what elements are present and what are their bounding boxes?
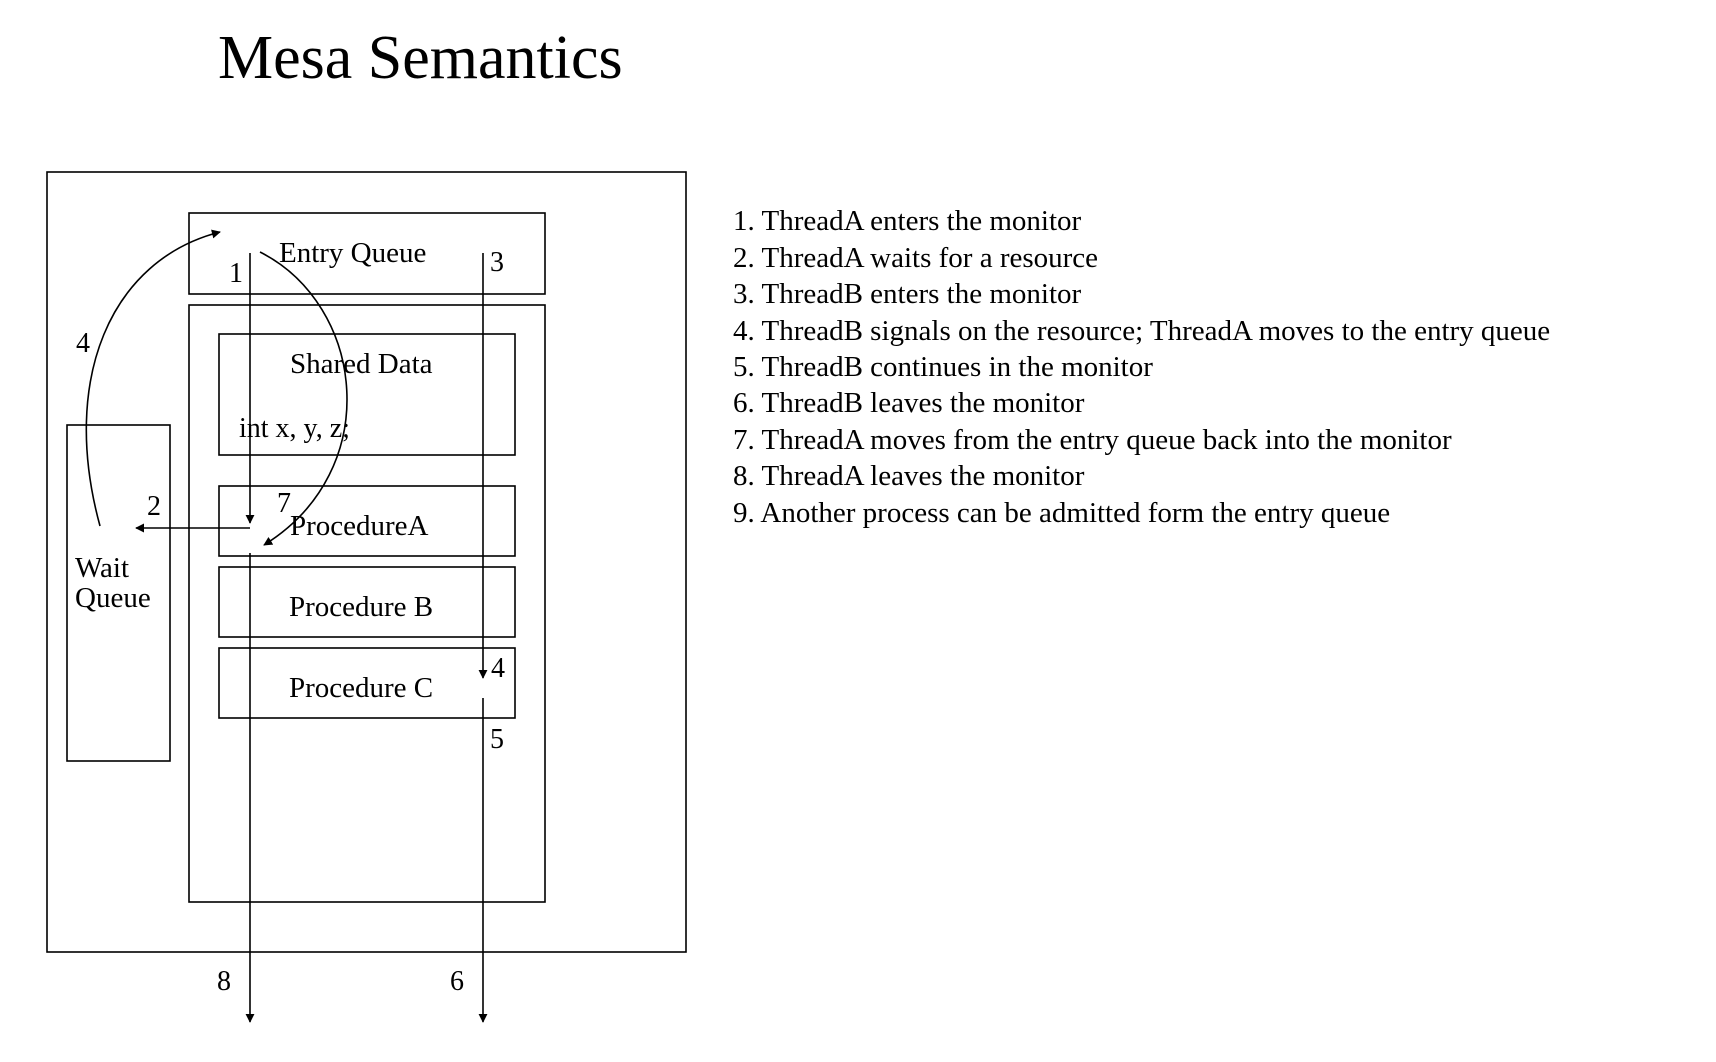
wait-queue-box — [66, 424, 171, 762]
wait-to-entry-arc — [85, 229, 221, 527]
procedure-a-label: ProcedureA — [290, 510, 429, 542]
step-label-2: 2 — [147, 491, 161, 522]
step-label-3: 3 — [490, 247, 504, 278]
outer-box — [46, 171, 687, 953]
step-label-1: 1 — [229, 258, 243, 289]
step-item: 4. ThreadB signals on the resource; Thre… — [733, 315, 1550, 347]
shared-data-box — [218, 333, 516, 456]
entry-to-monitor-arc — [259, 251, 348, 546]
step-item: 1. ThreadA enters the monitor — [733, 205, 1082, 237]
step-item: 3. ThreadB enters the monitor — [733, 278, 1082, 310]
procedure-c-label: Procedure C — [289, 672, 433, 704]
step-item: 5. ThreadB continues in the monitor — [733, 351, 1153, 383]
step-item: 6. ThreadB leaves the monitor — [733, 387, 1085, 419]
procedure-c-box — [218, 647, 516, 719]
procedure-b-label: Procedure B — [289, 591, 433, 623]
monitor-box — [188, 304, 546, 903]
procedure-b-box — [218, 566, 516, 638]
shared-variables: int x, y, z; — [239, 413, 350, 444]
step-label-5: 5 — [490, 724, 504, 755]
step-label-6: 6 — [450, 966, 464, 997]
step-label-4-left: 4 — [76, 328, 90, 359]
step-item: 7. ThreadA moves from the entry queue ba… — [733, 424, 1452, 456]
page-title: Mesa Semantics — [218, 24, 623, 92]
step-item: 2. ThreadA waits for a resource — [733, 242, 1098, 274]
step-item: 9. Another process can be admitted form … — [733, 497, 1390, 529]
steps-list: 1. ThreadA enters the monitor 2. ThreadA… — [733, 205, 1550, 529]
entry-queue-label: Entry Queue — [279, 237, 426, 269]
procedure-a-box — [218, 485, 516, 557]
entry-queue-box — [188, 212, 546, 295]
step-label-7: 7 — [277, 488, 291, 519]
step-label-8: 8 — [217, 966, 231, 997]
step-label-4-right: 4 — [491, 653, 505, 684]
wait-queue-label-line1: Wait — [75, 552, 129, 584]
shared-data-label: Shared Data — [290, 348, 433, 380]
wait-queue-label-line2: Queue — [75, 582, 151, 614]
step-item: 8. ThreadA leaves the monitor — [733, 460, 1085, 492]
